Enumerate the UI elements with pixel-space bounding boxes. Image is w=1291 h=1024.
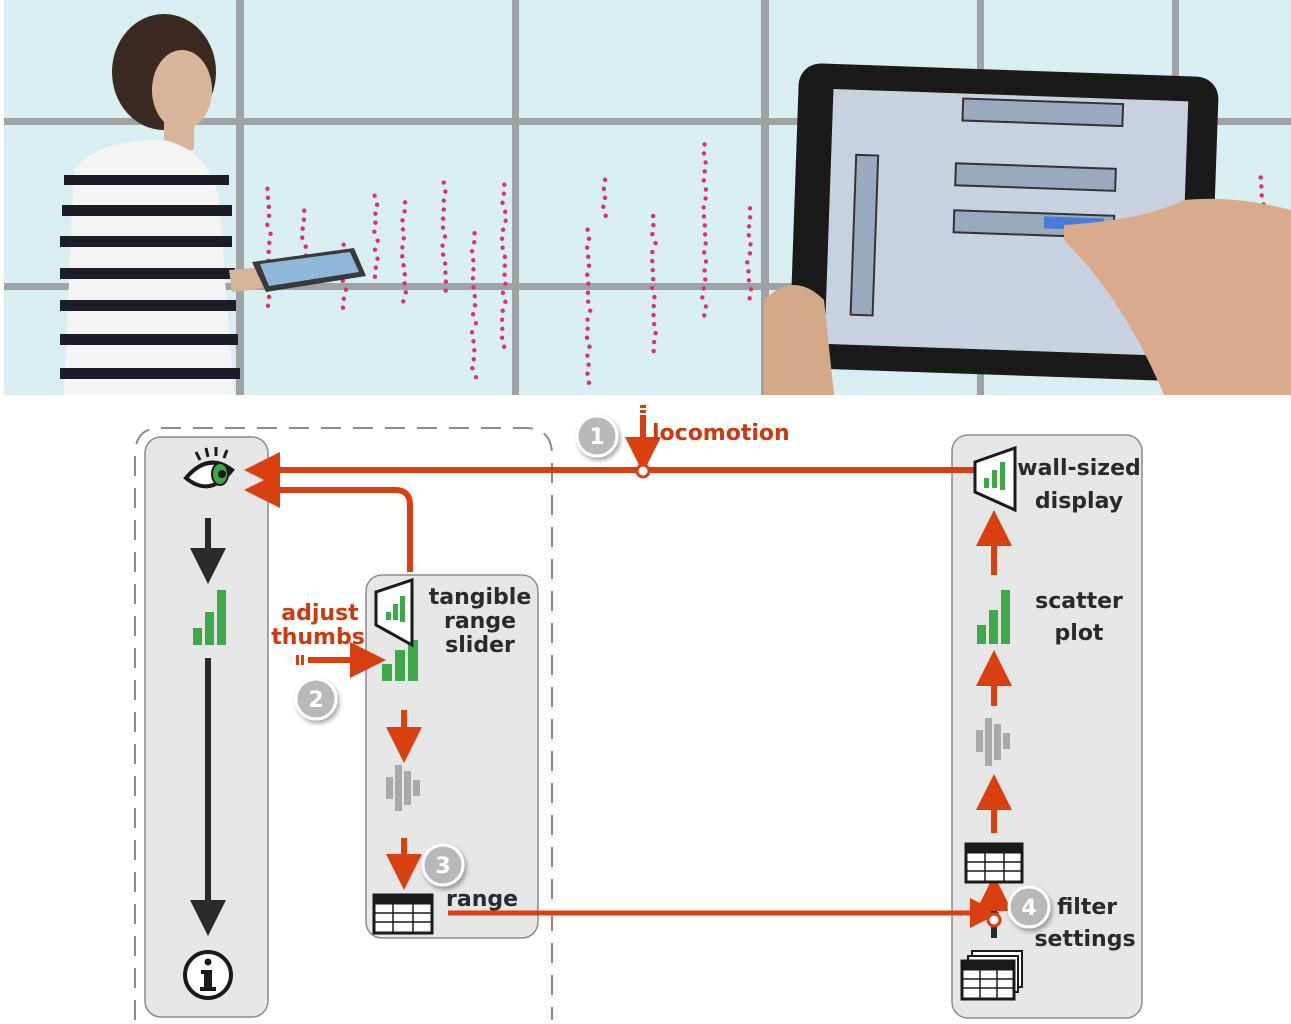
wall-label-1: wall-sized xyxy=(1017,456,1141,481)
eye-icon xyxy=(183,447,235,489)
svg-text:4: 4 xyxy=(1021,896,1036,921)
step-badge-2: 2 xyxy=(294,677,338,721)
filter-label-1: filter xyxy=(1057,895,1117,920)
info-icon xyxy=(183,950,233,1000)
filter-joint xyxy=(986,912,1002,928)
filter-icon xyxy=(976,718,1010,766)
adjust-thumbs-label-1: adjust xyxy=(281,601,359,626)
person-figure xyxy=(60,14,366,395)
user-boundary xyxy=(134,427,553,1020)
scatter-label-2: plot xyxy=(1055,621,1104,646)
adjust-thumbs-label-2: thumbs xyxy=(271,625,365,650)
wall-data-dots xyxy=(265,142,1266,385)
svg-text:1: 1 xyxy=(589,425,604,450)
step-badge-1: 1 xyxy=(575,414,619,458)
range-label: range xyxy=(446,887,518,912)
filter-icon xyxy=(386,765,420,811)
locomotion-label: locomotion xyxy=(652,421,790,446)
stacked-tables-icon xyxy=(960,950,1023,1001)
wall-label-2: display xyxy=(1035,489,1123,514)
table-icon xyxy=(964,842,1024,884)
step-badge-3: 3 xyxy=(421,843,465,887)
tangible-label-3: slider xyxy=(445,633,515,658)
tablet-closeup xyxy=(764,63,1291,395)
filter-label-2: settings xyxy=(1034,927,1135,952)
slider-to-eye-arrow xyxy=(244,472,413,572)
pipeline-diagram: 1 2 3 4 locomotion adjust thumbs tangibl… xyxy=(134,405,1143,1020)
svg-text:3: 3 xyxy=(435,854,450,879)
tangible-label-2: range xyxy=(444,609,516,634)
locomotion-joint xyxy=(635,463,651,479)
tangible-label-1: tangible xyxy=(429,585,532,610)
table-icon xyxy=(372,893,434,935)
scatter-label-1: scatter xyxy=(1035,589,1123,614)
step-badge-4: 4 xyxy=(1007,885,1051,929)
bar-chart-icon xyxy=(193,590,226,645)
adjust-origin-marks xyxy=(296,655,299,665)
photo-panel xyxy=(4,0,1291,395)
display-icon xyxy=(374,577,414,648)
bar-chart-icon xyxy=(382,640,418,681)
display-icon xyxy=(973,445,1017,513)
bar-chart-icon xyxy=(977,590,1010,644)
svg-text:2: 2 xyxy=(308,688,323,713)
